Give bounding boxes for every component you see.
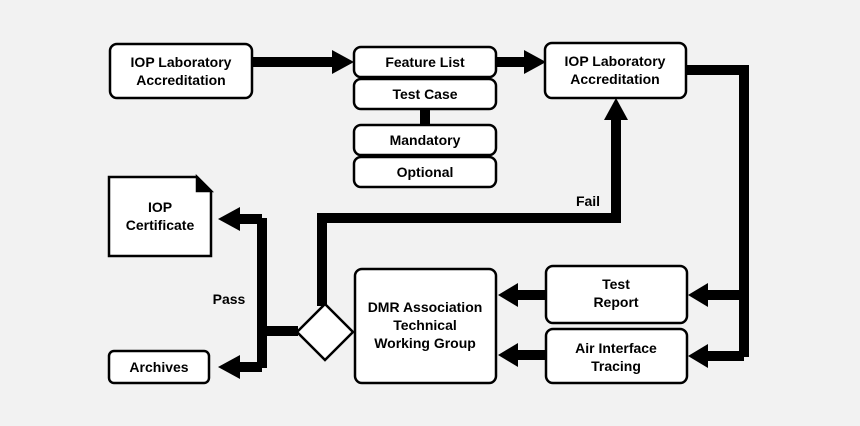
link-lab-to-bus [686,65,749,357]
archives-label: Archives [129,359,188,375]
dmr-group-box [353,267,498,385]
test-report-line2: Report [593,294,638,310]
dmr-group-line1: DMR Association [368,299,483,315]
iop-certificate-line2: Certificate [126,217,195,233]
iop-lab-left-line1: IOP Laboratory [131,54,232,70]
mandatory-box [352,123,498,157]
arrowheads [218,50,708,379]
decision-diamond [295,302,355,362]
arrowhead-dmr-top [498,283,518,307]
optional-box [352,155,498,189]
labels: IOP Laboratory Accreditation Feature Lis… [126,53,666,375]
arrowhead-archives [218,355,240,379]
optional-label: Optional [397,164,454,180]
air-interface-box [544,327,689,385]
mandatory-label: Mandatory [390,132,461,148]
iop-lab-right-line2: Accreditation [570,71,659,87]
test-report-box [544,264,689,325]
test-report-line1: Test [602,276,630,292]
dmr-group-line3: Working Group [374,335,476,351]
feature-list-label: Feature List [385,54,465,70]
arrowhead-feature [332,50,354,74]
iop-certificate-fold [195,173,215,193]
iop-certificate-doc [107,175,213,258]
pass-label: Pass [213,291,246,307]
iop-lab-right-line1: IOP Laboratory [565,53,666,69]
air-interface-line1: Air Interface [575,340,657,356]
iop-certificate-line1: IOP [148,199,172,215]
test-case-label: Test Case [392,86,457,102]
arrowhead-fail-up [604,98,628,120]
connectors [236,57,749,372]
arrowhead-lab-right [524,50,546,74]
iop-lab-left-line2: Accreditation [136,72,225,88]
dmr-group-line2: Technical [393,317,457,333]
iop-lab-left-box [108,42,254,100]
arrowhead-dmr-bottom [498,343,518,367]
iop-lab-right-box [543,41,688,100]
arrowhead-air [688,344,708,368]
arrowhead-report [688,283,708,307]
test-case-box [352,77,498,111]
link-fail-path [317,118,621,306]
archives-box [107,349,211,385]
arrowhead-certificate [218,207,240,231]
air-interface-line2: Tracing [591,358,641,374]
fail-label: Fail [576,193,600,209]
feature-list-box [352,45,498,79]
nodes [107,41,689,385]
